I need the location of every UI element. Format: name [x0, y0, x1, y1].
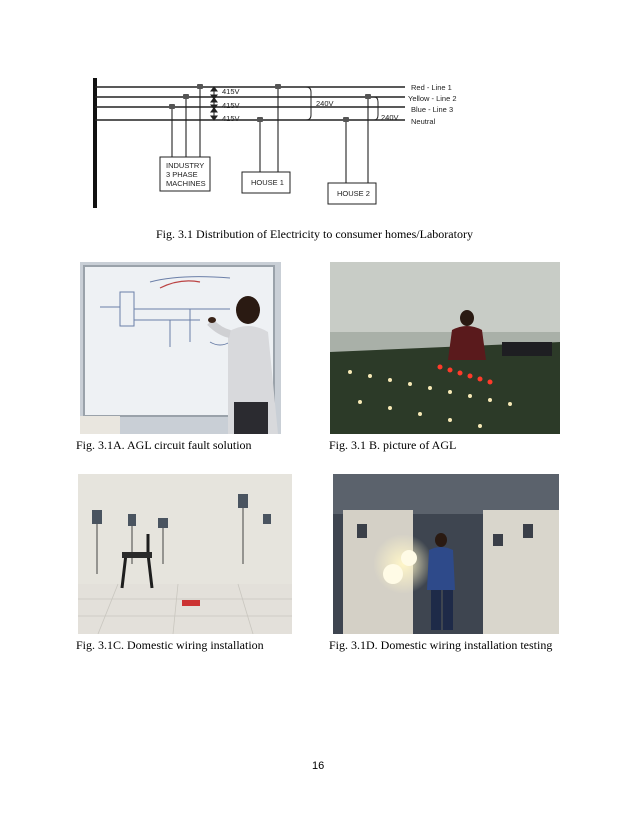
bracket-240-1	[305, 86, 312, 121]
industry-label-1: INDUSTRY	[166, 161, 204, 170]
line-label-yellow: Yellow - Line 2	[408, 94, 457, 103]
voltage-label-5: 240V	[381, 113, 399, 122]
photo-agl-fault-solution	[80, 262, 281, 434]
voltage-label-1: 415V	[222, 87, 240, 96]
page-number: 16	[312, 760, 325, 772]
bracket-240-2	[373, 96, 379, 121]
line-label-red: Red - Line 1	[411, 83, 452, 92]
line-label-neutral: Neutral	[411, 117, 436, 126]
distribution-diagram: INDUSTRY 3 PHASE MACHINES HOUSE 1 HOUSE …	[93, 78, 457, 208]
photo-wiring-testing	[333, 474, 559, 634]
bus-bar	[93, 78, 97, 208]
caption-fig-3-1d: Fig. 3.1D. Domestic wiring installation …	[329, 638, 553, 652]
industry-drops	[171, 87, 201, 157]
industry-label-3: MACHINES	[166, 179, 206, 188]
house1-drops	[259, 87, 279, 172]
voltage-arrows-415	[210, 86, 218, 121]
house2-box	[327, 182, 377, 205]
industry-box	[159, 156, 211, 192]
photo-agl	[330, 262, 560, 434]
photo-domestic-wiring	[78, 474, 292, 634]
house1-label: HOUSE 1	[251, 178, 284, 187]
voltage-label-2: 415V	[222, 101, 240, 110]
caption-fig-3-1c: Fig. 3.1C. Domestic wiring installation	[76, 638, 264, 652]
caption-fig-3-1: Fig. 3.1 Distribution of Electricity to …	[156, 227, 473, 241]
voltage-label-4: 240V	[316, 99, 334, 108]
caption-fig-3-1b: Fig. 3.1 B. picture of AGL	[329, 438, 457, 452]
voltage-label-3: 415V	[222, 114, 240, 123]
caption-fig-3-1a: Fig. 3.1A. AGL circuit fault solution	[76, 438, 252, 452]
house2-drops	[345, 97, 369, 183]
house1-box	[241, 171, 291, 194]
industry-label-2: 3 PHASE	[166, 170, 198, 179]
house2-label: HOUSE 2	[337, 189, 370, 198]
line-label-blue: Blue - Line 3	[411, 105, 453, 114]
